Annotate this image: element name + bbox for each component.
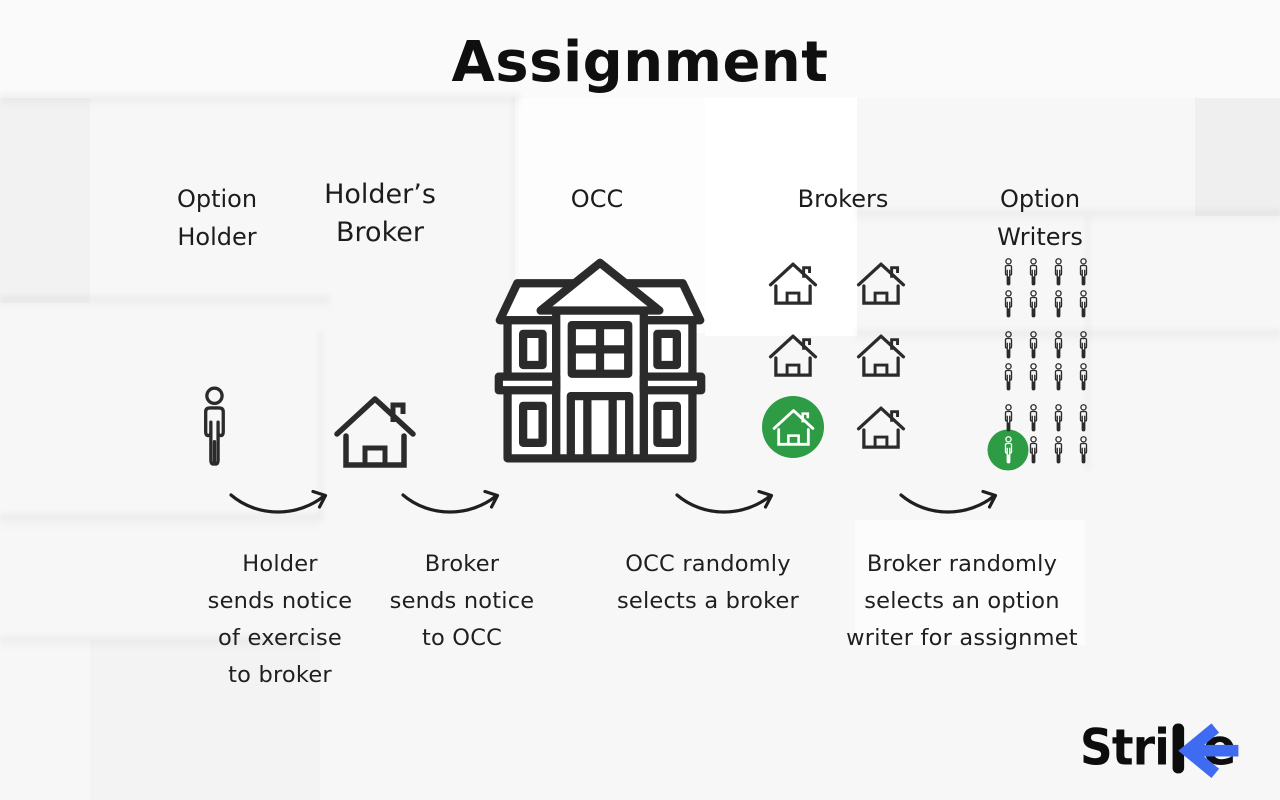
writer-person-icon — [1024, 403, 1042, 432]
broker-house-icon — [850, 396, 912, 458]
writer-person-icon — [1049, 257, 1067, 286]
option-writers-row — [999, 289, 1092, 318]
column-header-option-writers: Option Writers — [997, 185, 1083, 251]
occ-building-icon — [492, 256, 708, 474]
writer-person-icon — [1074, 362, 1092, 391]
writer-person-icon — [1074, 330, 1092, 359]
holders-broker-house-icon — [331, 392, 419, 474]
logo-k-stem — [1172, 723, 1185, 774]
step-caption-1: Holder sends notice of exercise to broke… — [207, 551, 353, 688]
writer-person-icon — [1024, 362, 1042, 391]
writer-person-icon — [1049, 403, 1067, 432]
broker-house-icon — [850, 324, 912, 386]
logo-arrow-icon — [1178, 723, 1220, 779]
option-writers-row — [999, 330, 1092, 359]
writer-person-icon — [1049, 289, 1067, 318]
logo-text-left: Stri — [1080, 720, 1169, 776]
diagram-title: Assignment — [451, 30, 829, 95]
option-writers-grid — [999, 257, 1092, 467]
writer-person-icon — [1024, 435, 1042, 464]
broker-house-icon — [850, 252, 912, 314]
option-holder-person-icon — [193, 386, 236, 472]
strike-logo: Stri e — [1080, 718, 1258, 782]
broker-house-icon — [762, 252, 824, 314]
option-writers-row — [999, 257, 1092, 286]
writer-person-icon — [1024, 257, 1042, 286]
writer-person-icon — [999, 403, 1017, 432]
writer-person-icon — [1049, 362, 1067, 391]
step-caption-4: Broker randomly selects an option writer… — [846, 551, 1078, 651]
background-patch — [0, 98, 90, 303]
column-header-brokers: Brokers — [797, 185, 889, 213]
writer-person-icon — [1074, 289, 1092, 318]
writer-person-icon — [999, 362, 1017, 391]
writer-person-icon — [1074, 403, 1092, 432]
logo-arrow-tail — [1186, 744, 1239, 757]
step-caption-2: Broker sends notice to OCC — [389, 551, 535, 651]
writer-person-icon — [999, 257, 1017, 286]
option-writers-row — [999, 403, 1092, 432]
selected-writer-person-icon — [999, 435, 1017, 464]
writer-person-icon — [1049, 330, 1067, 359]
column-header-occ: OCC — [570, 185, 624, 213]
selected-broker-house-icon — [762, 396, 824, 458]
writer-person-icon — [1024, 289, 1042, 318]
flow-arrow-icon — [228, 487, 334, 521]
flow-arrow-icon — [400, 487, 506, 521]
background-fold — [0, 296, 330, 312]
writer-person-icon — [1074, 257, 1092, 286]
brokers-grid — [762, 252, 912, 458]
writer-person-icon — [1024, 330, 1042, 359]
writer-person-icon — [1049, 435, 1067, 464]
writer-person-icon — [999, 330, 1017, 359]
background-patch — [1195, 98, 1280, 216]
broker-house-icon — [762, 324, 824, 386]
option-writers-row — [999, 362, 1092, 391]
option-writers-row — [999, 435, 1092, 464]
flow-arrow-icon — [898, 487, 1004, 521]
step-caption-3: OCC randomly selects a broker — [617, 551, 799, 614]
column-header-holders-broker: Holder’s Broker — [324, 179, 436, 248]
background-fold — [0, 94, 520, 110]
writer-person-icon — [1074, 435, 1092, 464]
column-header-option-holder: Option Holder — [176, 185, 258, 251]
writer-person-icon — [999, 289, 1017, 318]
flow-arrow-icon — [674, 487, 780, 521]
